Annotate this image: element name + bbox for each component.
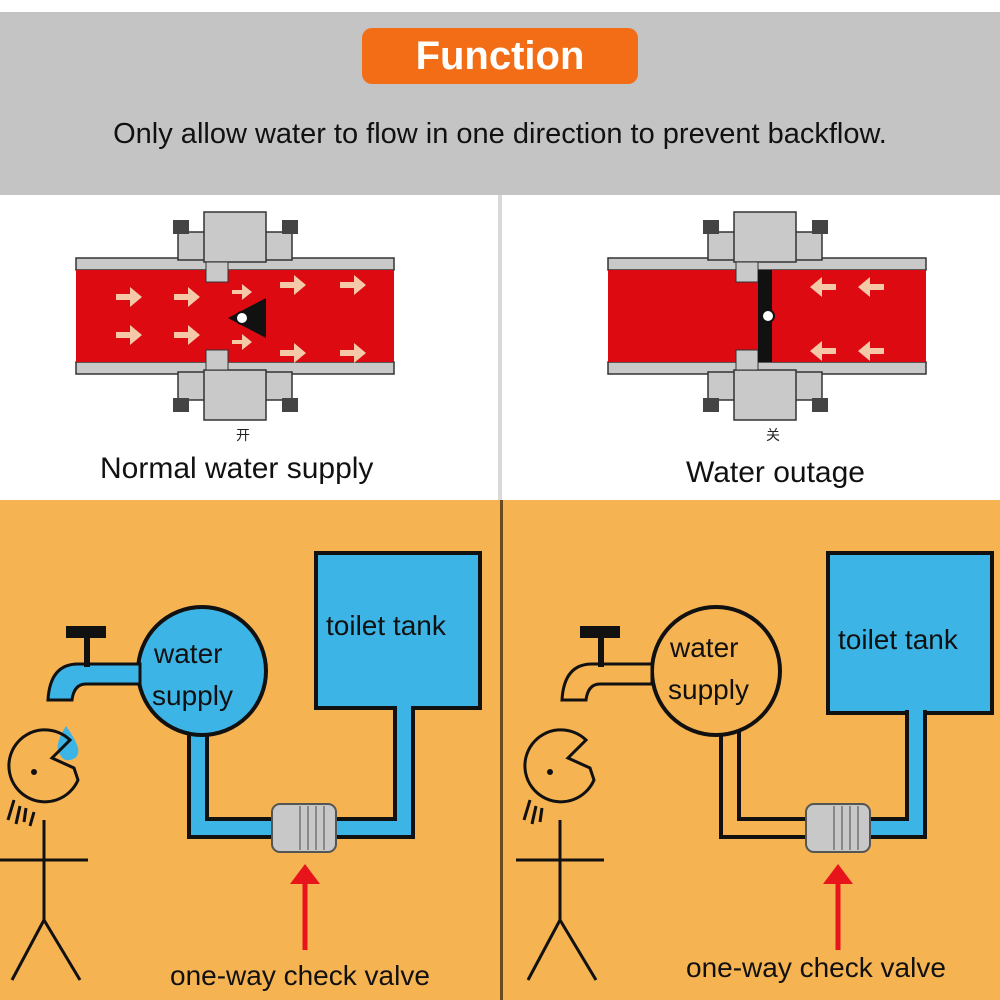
pipe-empty: [723, 730, 806, 835]
arrow-right-icon: [280, 343, 306, 363]
top-band: [0, 0, 1000, 12]
arrow-left-icon: [810, 277, 836, 297]
flange: [177, 231, 209, 261]
arrow-right-icon: [232, 334, 252, 350]
valve-body-bottom: [733, 369, 797, 421]
function-description: Only allow water to flow in one directio…: [113, 118, 887, 150]
arrow-right-icon: [340, 343, 366, 363]
arrow-left-icon: [858, 277, 884, 297]
flange: [791, 231, 823, 261]
supply-label-line1: water: [670, 632, 739, 663]
figure-eye: [31, 769, 37, 775]
arrow-right-icon: [116, 287, 142, 307]
supply-label-line2: supply: [668, 674, 749, 705]
stick-figure: [0, 728, 88, 981]
toilet-tank: [826, 551, 994, 715]
valve-seat: [205, 261, 229, 283]
pipe-water: [336, 706, 411, 835]
toilet-tank: [314, 551, 482, 710]
faucet-stem: [598, 637, 604, 667]
faucet-icon: [560, 662, 654, 702]
scene-divider: [500, 500, 503, 1000]
figure-eye: [547, 769, 553, 775]
valve-closed-diagram: 关: [607, 211, 927, 444]
valve-diagrams-svg: 开 关: [75, 211, 927, 444]
flow-arrows-left: [810, 277, 884, 361]
bolt-icon: [812, 220, 828, 234]
faucet-icon: [46, 662, 142, 702]
valve-label: one-way check valve: [686, 952, 946, 983]
scene-water-outage: [516, 551, 994, 981]
faucet-handle: [580, 626, 620, 638]
tank-label: toilet tank: [326, 610, 446, 641]
arrow-right-icon: [116, 325, 142, 345]
bolt-icon: [173, 398, 189, 412]
caption-water-outage: Water outage: [686, 456, 865, 489]
pipe-water: [866, 710, 923, 835]
pipe-water: [191, 730, 272, 835]
bolt-icon: [282, 398, 298, 412]
pipe-outline: [336, 706, 415, 839]
stick-figure: [516, 728, 604, 981]
check-valve-fitting: [805, 803, 871, 853]
valve-body-top: [203, 211, 267, 263]
water-supply-circle: [650, 605, 782, 737]
valve-open-diagram: 开: [75, 211, 395, 444]
function-title-badge: Function: [362, 28, 638, 84]
faucet-stem: [84, 637, 90, 667]
arrow-left-icon: [810, 341, 836, 361]
check-valve-fitting: [271, 803, 337, 853]
bolt-icon: [812, 398, 828, 412]
fitting-threads: [299, 806, 325, 850]
function-header: Function Only allow water to flow in one…: [0, 0, 1000, 195]
state-char-closed: 关: [766, 428, 780, 444]
bolt-icon: [282, 220, 298, 234]
flange: [177, 371, 209, 401]
tank-label: toilet tank: [838, 624, 958, 655]
caption-normal-supply: Normal water supply: [100, 452, 374, 485]
valve-pivot: [235, 311, 249, 325]
flow-arrows-right: [116, 275, 366, 363]
arrow-up-icon: [290, 864, 320, 884]
arrow-right-icon: [280, 275, 306, 295]
faucet-handle: [66, 626, 106, 638]
valve-body-top: [733, 211, 797, 263]
arrow-right-icon: [232, 284, 252, 300]
panel-divider: [498, 195, 502, 500]
flange: [707, 231, 739, 261]
valve-label: one-way check valve: [170, 960, 430, 991]
arrow-right-icon: [174, 287, 200, 307]
fitting-threads: [833, 806, 859, 850]
pipe-outline: [866, 710, 927, 839]
supply-label-line1: water: [154, 638, 223, 669]
water-supply-circle: [136, 605, 268, 737]
bolt-icon: [703, 398, 719, 412]
bolt-icon: [173, 220, 189, 234]
arrow-right-icon: [174, 325, 200, 345]
pipe-outline: [187, 730, 272, 839]
valve-pivot: [761, 309, 775, 323]
flange: [791, 371, 823, 401]
arrow-left-icon: [858, 341, 884, 361]
scene-normal-supply: [0, 551, 482, 981]
supply-label-line2: supply: [152, 680, 233, 711]
arrow-right-icon: [340, 275, 366, 295]
state-char-open: 开: [236, 428, 250, 444]
valve-body-bottom: [203, 369, 267, 421]
bolt-icon: [703, 220, 719, 234]
pipe-outline: [719, 730, 806, 839]
arrow-up-icon: [823, 864, 853, 884]
valve-seat: [205, 349, 229, 371]
